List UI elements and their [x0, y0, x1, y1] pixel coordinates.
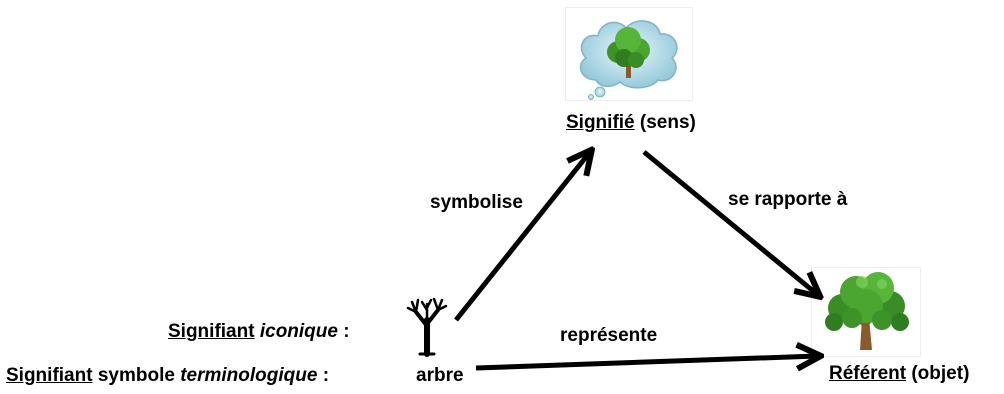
referent-suffix: (objet) — [906, 363, 970, 384]
signifiant-symbole-qualifier: terminologique — [180, 365, 318, 386]
signifiant-iconique-term: Signifiant — [168, 321, 255, 342]
signifiant-symbole-colon: : — [317, 365, 330, 386]
signifiant-symbole-term: Signifiant — [6, 365, 93, 386]
word-arbre: arbre — [416, 365, 464, 386]
signifiant-symbole-word: symbole — [92, 365, 181, 386]
arrow-se-rapporte — [642, 150, 818, 295]
referent-image — [812, 268, 920, 356]
signifie-label: Signifié (sens) — [566, 113, 696, 132]
signifiant-symbole-label: Signifiant symbole terminologique : — [6, 366, 329, 385]
signifiant-iconique-colon: : — [337, 321, 350, 342]
arrow-represente — [475, 356, 818, 368]
signifie-term: Signifié — [566, 112, 635, 133]
arrow-symbolise — [454, 152, 590, 322]
signifiant-iconique-qualifier: iconique — [259, 321, 338, 342]
edge-label-se-rapporte: se rapporte à — [728, 189, 848, 210]
tree-icon — [825, 272, 909, 350]
edge-label-symbolise: symbolise — [430, 192, 523, 213]
referent-label: Référent (objet) — [829, 364, 969, 383]
bare-tree-icon — [406, 297, 448, 357]
signifie-image — [566, 8, 692, 100]
edge-label-represente: représente — [560, 325, 658, 346]
signifiant-iconique-label: Signifiant iconique : — [168, 322, 350, 341]
tree-in-thought-bubble-icon — [579, 20, 678, 100]
signifie-suffix: (sens) — [634, 112, 696, 133]
bare-tree-image — [398, 290, 456, 358]
referent-term: Référent — [829, 363, 907, 384]
